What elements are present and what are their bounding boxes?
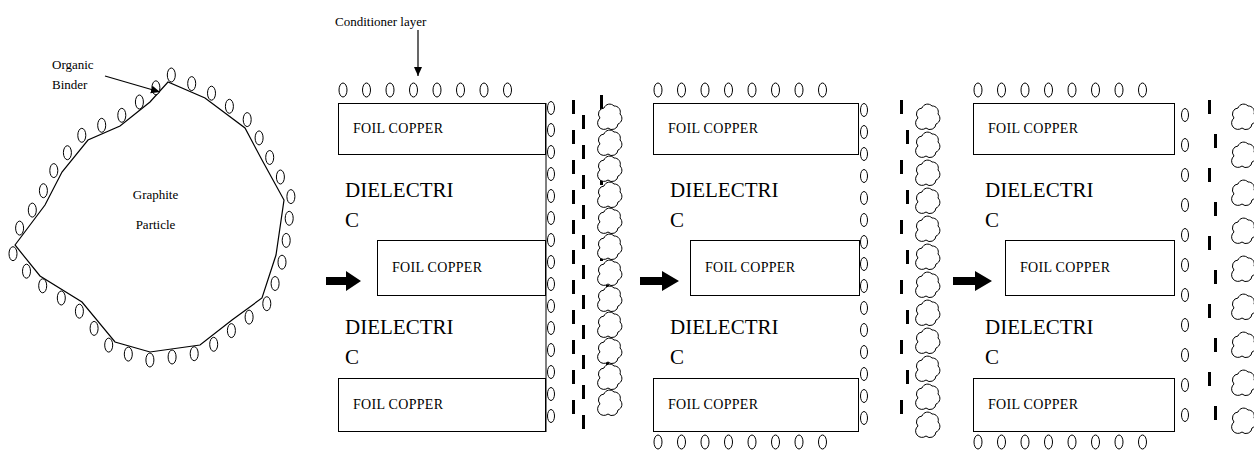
copper-foil-box: FOIL COPPER [377,240,546,296]
copper-foil-box: FOIL COPPER [338,103,546,155]
layer-label: DIELECTRI C [345,312,470,372]
box-label: FOIL COPPER [988,397,1078,413]
binder-ovals [9,68,1189,449]
graphite-particle [15,82,284,352]
layer-label: DIELECTRI C [670,312,795,372]
box-label: FOIL COPPER [392,260,482,276]
box-label: FOIL COPPER [353,121,443,137]
box-label: FOIL COPPER [668,121,758,137]
box-label: FOIL COPPER [705,260,795,276]
callout-label: Organic Binder [52,55,122,95]
callout-label: Conditioner layer [335,12,426,32]
box-label: FOIL COPPER [353,397,443,413]
box-label: FOIL COPPER [988,121,1078,137]
copper-foil-box: FOIL COPPER [973,378,1175,432]
callout-label: Graphite Particle [118,180,193,240]
copper-foil-box: FOIL COPPER [653,378,859,432]
copper-foil-box: FOIL COPPER [973,103,1175,155]
box-label: FOIL COPPER [1020,260,1110,276]
copper-foil-box: FOIL COPPER [338,378,546,432]
copper-foil-box: FOIL COPPER [653,103,859,155]
layer-label: DIELECTRI C [670,175,795,235]
layer-label: DIELECTRI C [985,312,1110,372]
leader-arrow [105,76,160,92]
layer-label: DIELECTRI C [345,175,470,235]
layer-label: DIELECTRI C [985,175,1110,235]
hole-wall [572,95,1254,438]
leader-arrow [417,30,418,76]
box-label: FOIL COPPER [668,397,758,413]
copper-foil-box: FOIL COPPER [1005,240,1175,296]
copper-foil-box: FOIL COPPER [690,240,860,296]
